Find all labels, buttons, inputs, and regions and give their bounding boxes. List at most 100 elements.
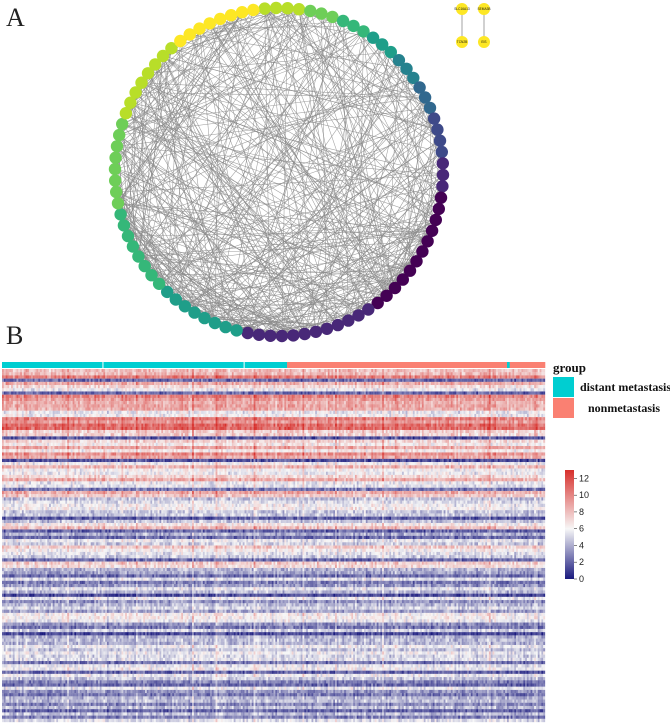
heatmap-cell xyxy=(110,375,113,379)
heatmap-cell xyxy=(164,381,167,386)
heatmap-cell xyxy=(378,394,381,399)
heatmap-cell xyxy=(204,404,207,408)
heatmap-cell xyxy=(358,381,361,386)
heatmap-cell xyxy=(170,394,173,399)
heatmap-cell xyxy=(391,388,394,392)
heatmap-cell xyxy=(197,372,200,376)
heatmap-cell xyxy=(307,410,310,415)
heatmap-cell xyxy=(468,381,471,386)
heatmap-cell xyxy=(221,369,223,373)
heatmap-cell xyxy=(345,397,348,402)
heatmap-cell xyxy=(260,391,263,395)
heatmap-cell xyxy=(318,407,321,411)
heatmap-cell xyxy=(327,410,330,415)
heatmap-cell xyxy=(175,391,178,395)
heatmap-cell xyxy=(81,407,84,411)
heatmap-cell xyxy=(186,404,189,408)
heatmap-cell xyxy=(543,378,546,382)
heatmap-cell xyxy=(228,372,231,376)
network-node xyxy=(376,38,389,51)
heatmap-cell xyxy=(192,388,195,392)
heatmap-cell xyxy=(221,397,223,402)
heatmap-cell xyxy=(443,410,446,415)
heatmap-cell xyxy=(139,378,142,382)
heatmap-cell xyxy=(159,378,162,382)
heatmap-cell xyxy=(123,385,126,389)
heatmap-cell xyxy=(59,385,62,389)
heatmap-cell xyxy=(168,391,171,395)
heatmap-cell xyxy=(159,372,162,376)
heatmap-cell xyxy=(108,404,111,408)
heatmap-cell xyxy=(427,397,430,402)
heatmap-cell xyxy=(119,410,122,415)
heatmap-cell xyxy=(295,401,298,405)
heatmap-cell xyxy=(161,381,164,386)
heatmap-cell xyxy=(494,369,497,373)
heatmap-cell xyxy=(537,372,540,376)
heatmap-cell xyxy=(9,410,12,415)
heatmap-cell xyxy=(106,404,109,408)
heatmap-cell xyxy=(436,385,439,389)
heatmap-cell xyxy=(106,388,109,392)
heatmap-cell xyxy=(318,375,321,379)
group-segment xyxy=(287,362,508,368)
heatmap-cell xyxy=(275,388,278,392)
heatmap-cell xyxy=(470,404,473,408)
heatmap-cell xyxy=(398,369,401,373)
heatmap-cell xyxy=(315,401,318,405)
heatmap-cell xyxy=(67,410,70,415)
heatmap-cell xyxy=(412,375,415,379)
heatmap-cell xyxy=(251,378,254,382)
heatmap-cell xyxy=(41,410,44,415)
heatmap-cell xyxy=(391,385,394,389)
heatmap-cell xyxy=(297,381,299,386)
heatmap-cell xyxy=(487,372,490,376)
heatmap-cell xyxy=(172,413,175,418)
heatmap-cell xyxy=(521,381,524,386)
heatmap-cell xyxy=(141,410,144,415)
heatmap-cell xyxy=(463,407,466,411)
heatmap-cell xyxy=(304,404,307,408)
heatmap-cell xyxy=(262,375,265,379)
heatmap-cell xyxy=(148,391,151,395)
heatmap-cell xyxy=(541,394,544,399)
heatmap-cell xyxy=(30,407,33,411)
heatmap-cell xyxy=(521,385,524,389)
heatmap-cell xyxy=(385,375,388,379)
heatmap-cell xyxy=(112,385,115,389)
heatmap-cell xyxy=(425,381,428,386)
heatmap-cell xyxy=(94,407,97,411)
heatmap-cell xyxy=(517,385,520,389)
heatmap-cell xyxy=(280,388,283,392)
heatmap-cell xyxy=(376,407,379,411)
heatmap-cell xyxy=(449,401,452,405)
heatmap-cell xyxy=(11,394,14,399)
heatmap-cell xyxy=(175,375,178,379)
heatmap-cell xyxy=(30,385,33,389)
heatmap-cell xyxy=(11,385,14,389)
heatmap-cell xyxy=(383,388,386,392)
heatmap-cell xyxy=(3,388,6,392)
heatmap-cell xyxy=(7,378,10,382)
heatmap-cell xyxy=(438,375,441,379)
heatmap-cell xyxy=(211,369,214,373)
heatmap-cell xyxy=(63,401,66,405)
heatmap-cell xyxy=(244,394,247,399)
heatmap-cell xyxy=(378,372,381,376)
heatmap-cell xyxy=(41,375,44,379)
heatmap-cell xyxy=(383,385,386,389)
heatmap-cell xyxy=(74,394,77,399)
heatmap-cell xyxy=(287,394,290,399)
heatmap-cell xyxy=(20,385,23,389)
heatmap-cell xyxy=(286,369,289,373)
heatmap-cell xyxy=(21,397,24,402)
heatmap-cell xyxy=(336,391,339,395)
heatmap-cell xyxy=(373,369,376,373)
network-edge xyxy=(171,47,438,130)
network-edge xyxy=(230,15,436,221)
network-edge xyxy=(332,16,433,231)
heatmap-cell xyxy=(420,397,423,402)
heatmap-cell xyxy=(514,378,517,382)
heatmap-cell xyxy=(300,404,303,408)
heatmap-cell xyxy=(494,388,497,392)
